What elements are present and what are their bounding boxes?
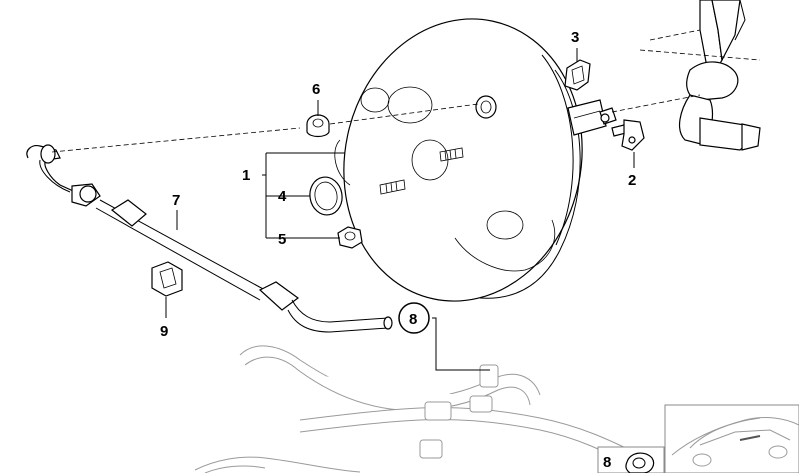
callout-4: 4 — [278, 188, 287, 205]
booster-stud-lower — [379, 179, 406, 195]
callouts: 6 1 4 5 7 9 3 2 8 — [160, 29, 636, 340]
part-7-vacuum-line — [26, 144, 393, 333]
callout-1: 1 — [242, 167, 250, 184]
callout-5: 5 — [278, 231, 286, 248]
part-4-seal-ring — [309, 176, 343, 216]
part-2-clevis — [611, 119, 645, 151]
vehicle-inset — [664, 404, 799, 473]
callout-3: 3 — [571, 29, 579, 46]
assembly-guide-line — [51, 103, 479, 153]
callout-2: 2 — [628, 172, 636, 189]
callout-7: 7 — [172, 192, 180, 209]
brake-booster — [334, 18, 583, 302]
background-hoses — [194, 345, 641, 473]
callout-8-circle: 8 — [398, 302, 430, 334]
callout-8: 8 — [409, 311, 417, 328]
part-9-grommet — [151, 261, 183, 297]
leader-lines — [165, 48, 635, 371]
part-5-nut — [337, 226, 363, 249]
pushrod-bracket — [567, 94, 701, 136]
callout-6: 6 — [312, 81, 320, 98]
callout-8-inset: 8 — [603, 454, 611, 471]
part-6-nut — [306, 114, 330, 138]
hose-clip-icon — [625, 452, 655, 473]
part-8-inset: 8 — [597, 446, 665, 473]
booster-stud-upper — [439, 147, 464, 162]
part-3-clip — [564, 59, 591, 91]
pedal-assembly — [639, 0, 761, 151]
callout-9: 9 — [160, 323, 168, 340]
